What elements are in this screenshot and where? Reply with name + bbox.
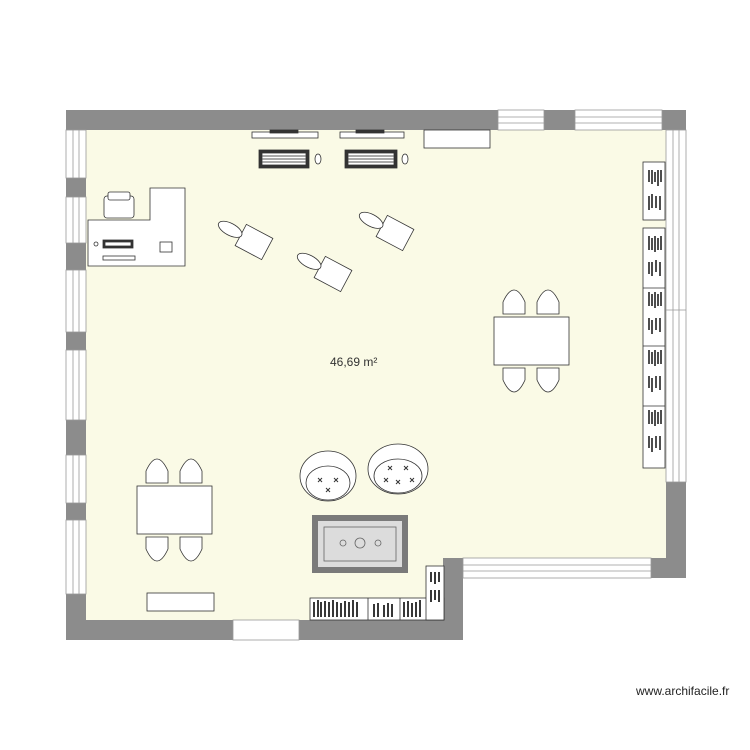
window-bottom xyxy=(232,619,300,641)
bookshelf-right-2 xyxy=(642,227,666,469)
windows xyxy=(65,109,687,641)
floor-surface xyxy=(86,130,666,620)
chair-lt-1 xyxy=(145,458,169,484)
chair-lb-1 xyxy=(145,536,169,562)
window-left-5 xyxy=(65,454,87,504)
window-left-3 xyxy=(65,269,87,333)
table-with-chairs-right xyxy=(493,316,570,366)
teacher-desk xyxy=(87,187,186,267)
student-desk-1 xyxy=(217,220,274,261)
round-armchair-1 xyxy=(299,450,357,502)
student-desk-3 xyxy=(296,252,353,293)
chair-rb-1 xyxy=(502,367,526,393)
chair-lt-2 xyxy=(179,458,203,484)
bench xyxy=(146,592,215,612)
watermark[interactable]: www.archifacile.fr xyxy=(636,684,730,698)
window-left-1 xyxy=(65,129,87,179)
window-top-2 xyxy=(574,109,663,131)
bottom-bookshelves xyxy=(309,565,445,621)
mouse-1 xyxy=(314,153,322,165)
top-shelf xyxy=(423,129,491,149)
chair-rt-2 xyxy=(536,289,560,315)
bookshelf-bottom xyxy=(309,597,445,621)
desk-mouse xyxy=(93,241,99,247)
round-armchair-2 xyxy=(367,443,429,495)
desk-phone xyxy=(159,241,173,253)
area-label: 46,69 m² xyxy=(330,355,378,369)
chair-rb-2 xyxy=(536,367,560,393)
window-left-6 xyxy=(65,519,87,595)
chair-rt-1 xyxy=(502,289,526,315)
window-left-4 xyxy=(65,349,87,421)
right-bookshelves xyxy=(642,161,666,469)
window-right xyxy=(665,129,687,483)
mouse-2 xyxy=(401,153,409,165)
walls xyxy=(66,110,686,640)
rug xyxy=(312,515,408,573)
top-workstations xyxy=(251,129,491,169)
armchairs xyxy=(299,443,429,502)
window-left-2 xyxy=(65,196,87,244)
student-desk-2 xyxy=(358,211,415,252)
window-bottom-right xyxy=(462,557,652,579)
chair-lb-2 xyxy=(179,536,203,562)
table-right xyxy=(493,289,570,393)
table-with-chairs-left xyxy=(136,485,213,535)
window-top-1 xyxy=(497,109,545,131)
student-desks xyxy=(217,211,415,293)
table-left xyxy=(136,458,213,562)
